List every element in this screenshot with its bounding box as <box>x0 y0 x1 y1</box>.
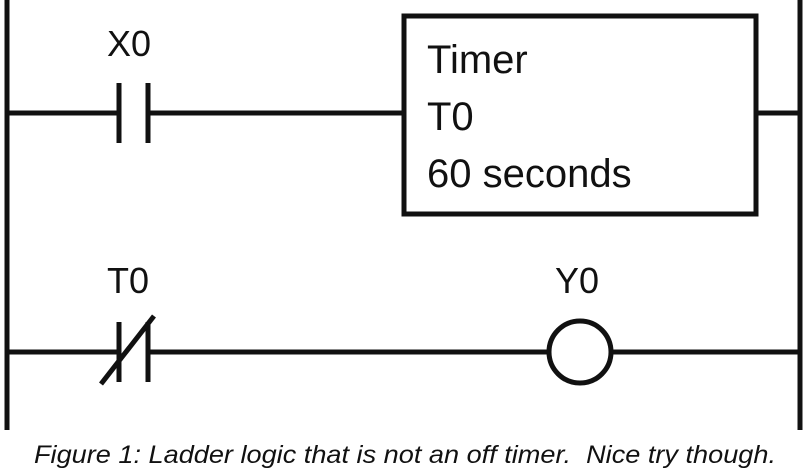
rung-1: X0 Timer T0 60 seconds <box>7 13 800 217</box>
rung-2: T0 Y0 <box>7 260 800 386</box>
normally-open-contact <box>116 83 151 143</box>
figure-caption: Figure 1: Ladder logic that is not an of… <box>34 441 776 469</box>
timer-title: Timer <box>427 38 528 82</box>
output-coil <box>546 318 614 386</box>
timer-block: Timer T0 60 seconds <box>401 13 759 217</box>
contact-slash <box>99 314 156 386</box>
timer-box <box>401 13 759 217</box>
coil-label-y0: Y0 <box>555 260 599 301</box>
timer-preset: 60 seconds <box>427 152 632 196</box>
normally-closed-contact <box>99 314 156 386</box>
contact-label-x0: X0 <box>107 23 151 64</box>
timer-id: T0 <box>427 95 474 139</box>
contact-label-t0: T0 <box>107 260 149 301</box>
